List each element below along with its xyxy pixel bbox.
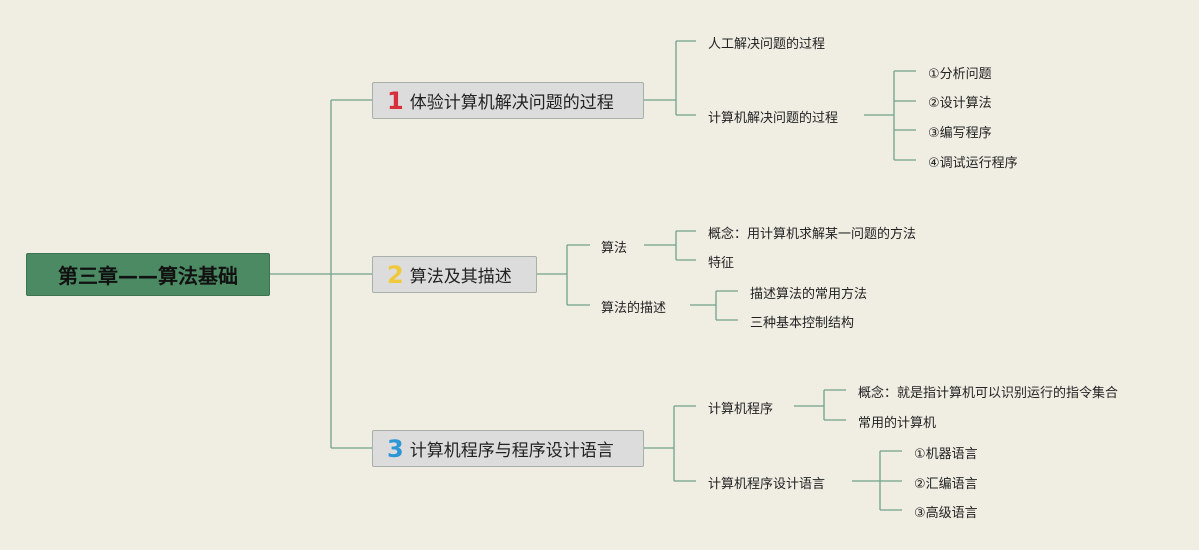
- branch-number: 1: [387, 86, 404, 115]
- root-topic-label: 第三章——算法基础: [58, 264, 238, 288]
- topic-description-methods[interactable]: 描述算法的常用方法: [750, 287, 868, 302]
- topic-step[interactable]: ③编写程序: [928, 126, 992, 141]
- topic-step[interactable]: ④调试运行程序: [928, 156, 1018, 171]
- topic-common-computer[interactable]: 常用的计算机: [858, 416, 937, 431]
- topic-algorithm-description[interactable]: 算法的描述: [601, 301, 667, 316]
- topic-language[interactable]: ①机器语言: [914, 447, 978, 462]
- topic-algorithm[interactable]: 算法: [601, 241, 628, 256]
- topic-step[interactable]: ①分析问题: [928, 67, 992, 82]
- topic-programming-language[interactable]: 计算机程序设计语言: [708, 477, 826, 492]
- branch-number: 3: [387, 434, 404, 463]
- topic-manual-process[interactable]: 人工解决问题的过程: [708, 37, 826, 52]
- topic-control-structures[interactable]: 三种基本控制结构: [750, 316, 855, 331]
- branch-label: 体验计算机解决问题的过程: [409, 93, 614, 113]
- topic-program-concept[interactable]: 概念：就是指计算机可以识别运行的指令集合: [858, 386, 1119, 401]
- topic-step[interactable]: ②设计算法: [928, 96, 992, 111]
- topic-algorithm-concept[interactable]: 概念：用计算机求解某一问题的方法: [708, 227, 917, 242]
- topic-computer-program[interactable]: 计算机程序: [708, 402, 774, 417]
- topic-computer-process[interactable]: 计算机解决问题的过程: [708, 111, 839, 126]
- branch-2[interactable]: 2 算法及其描述: [372, 256, 537, 293]
- topic-language[interactable]: ③高级语言: [914, 506, 978, 521]
- branch-number: 2: [387, 260, 404, 289]
- branch-label: 计算机程序与程序设计语言: [409, 441, 614, 461]
- topic-algorithm-feature[interactable]: 特征: [708, 256, 735, 271]
- root-topic[interactable]: 第三章——算法基础: [26, 253, 270, 296]
- branch-1[interactable]: 1 体验计算机解决问题的过程: [372, 82, 644, 119]
- topic-language[interactable]: ②汇编语言: [914, 477, 978, 492]
- branch-label: 算法及其描述: [409, 267, 512, 287]
- branch-3[interactable]: 3 计算机程序与程序设计语言: [372, 430, 644, 467]
